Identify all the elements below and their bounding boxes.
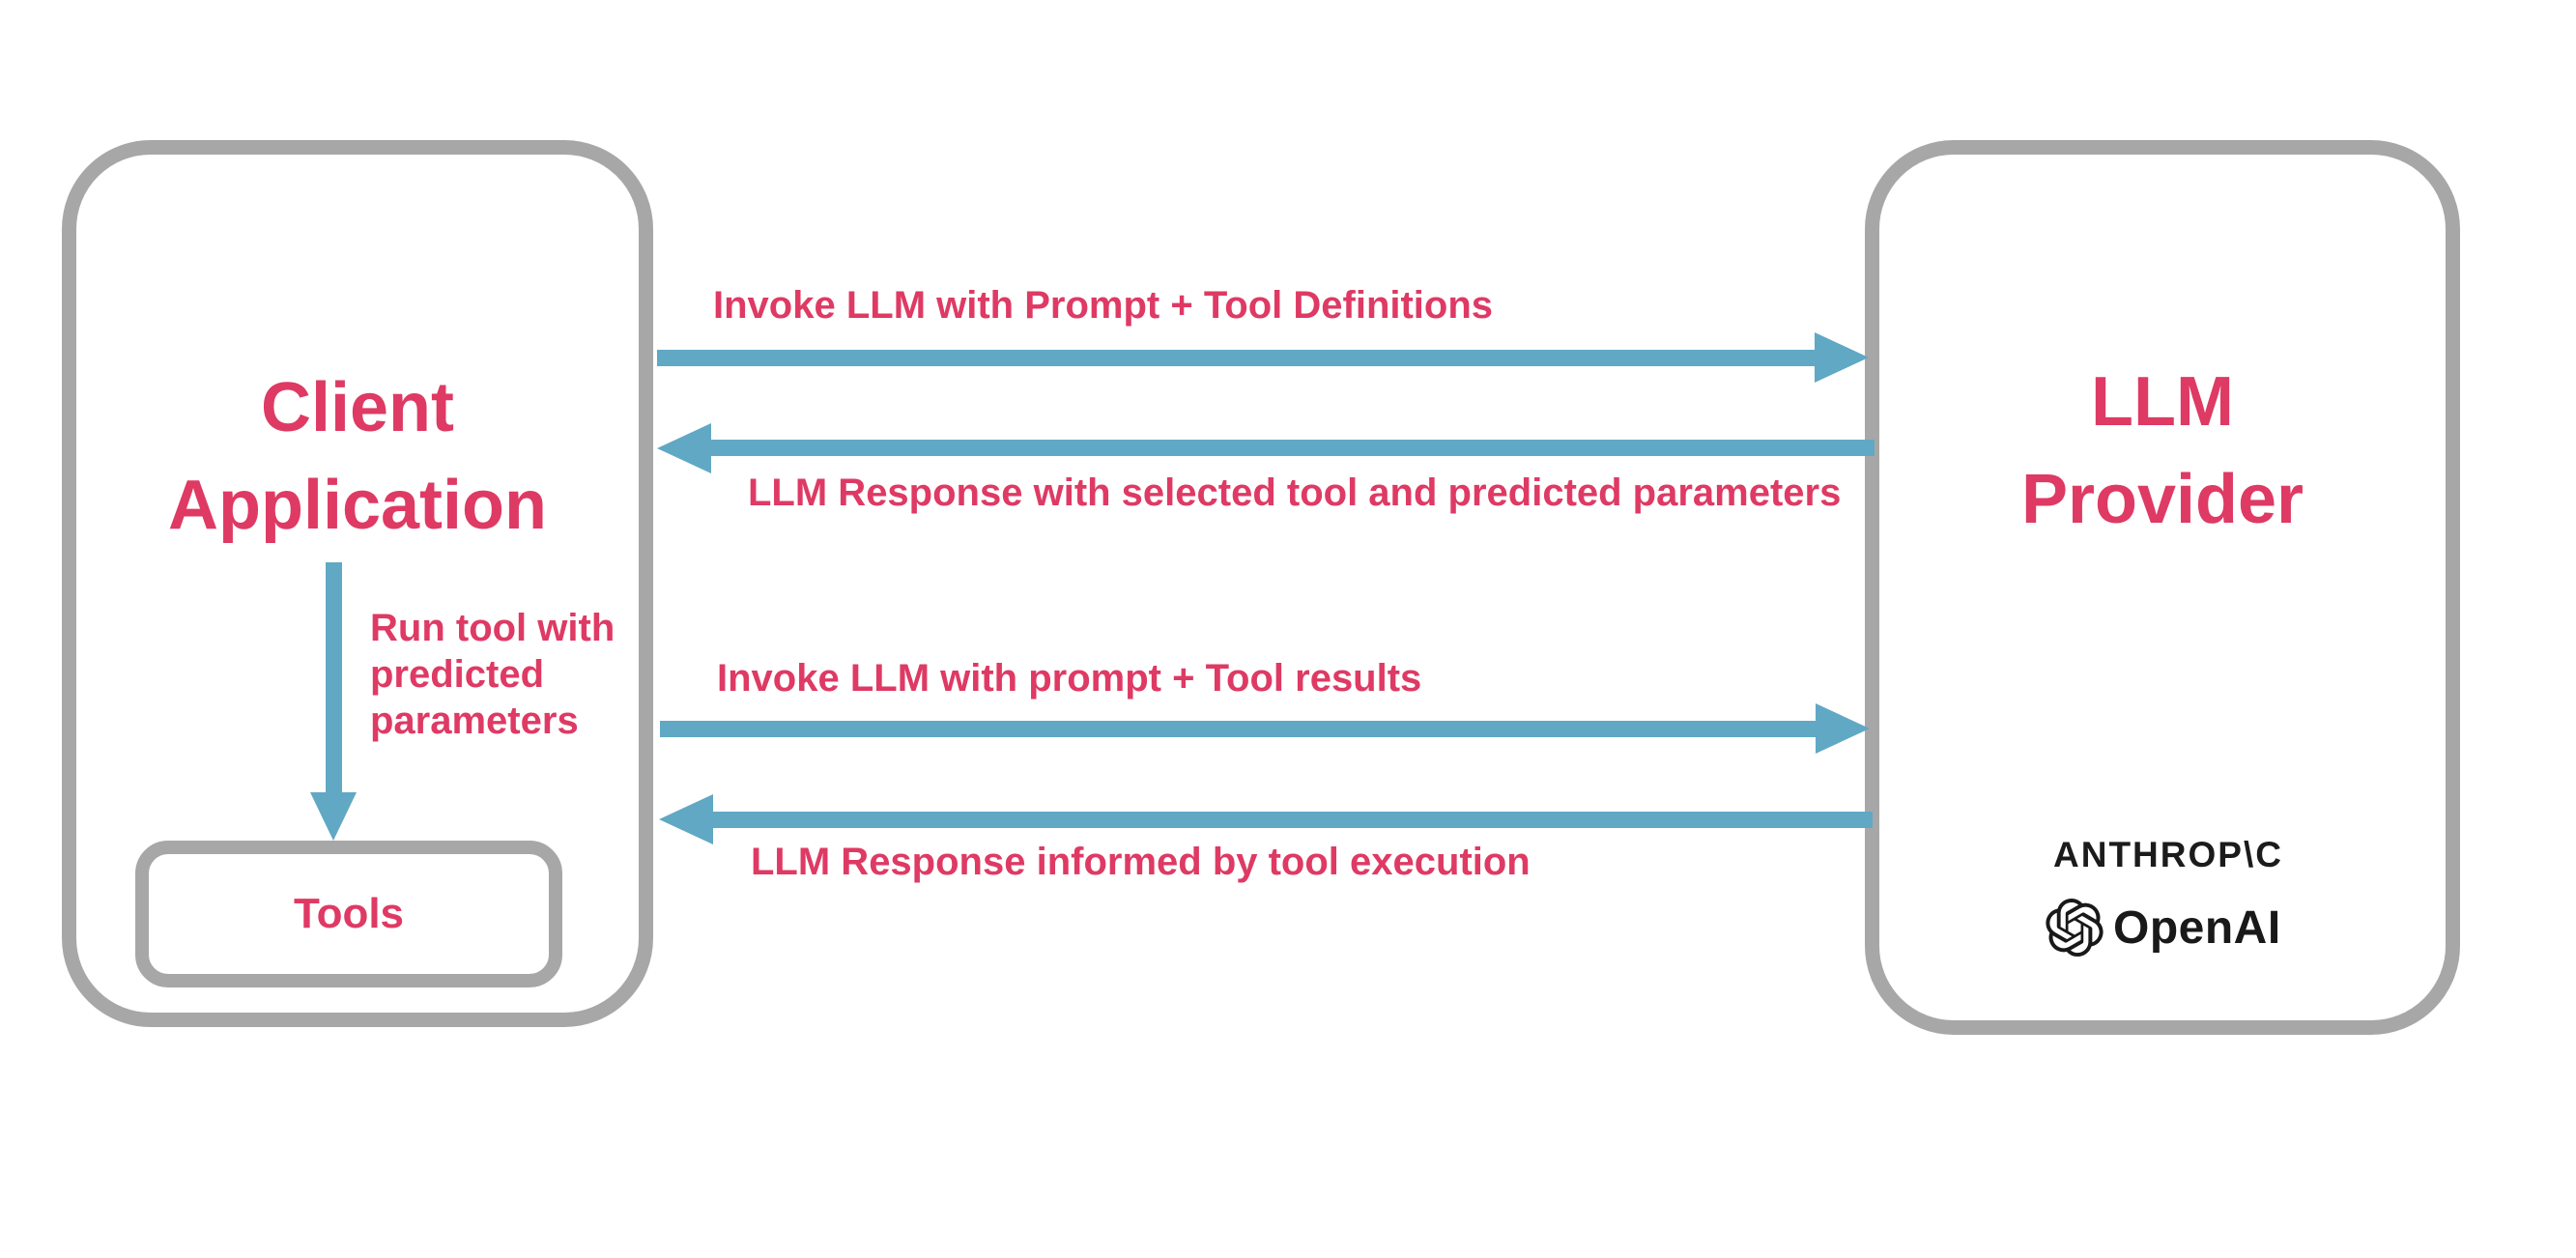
arrow-invoke-definitions-shaft	[657, 350, 1815, 366]
arrow-invoke-results-shaft	[660, 721, 1816, 737]
arrow-response-informed-label: LLM Response informed by tool execution	[751, 841, 1531, 883]
arrow-invoke-definitions-label: Invoke LLM with Prompt + Tool Definition…	[713, 284, 1494, 327]
llm-provider-title: LLM Provider	[2020, 363, 2304, 538]
arrow-invoke-results-label: Invoke LLM with prompt + Tool results	[717, 657, 1422, 700]
run-tool-label: Run tool with predicted parameters	[370, 607, 615, 742]
arrow-run-tool-shaft	[326, 562, 342, 794]
client-application-box: Client Application Tools	[62, 140, 653, 1027]
arrow-response-informed-head-icon	[659, 794, 713, 844]
arrow-invoke-results-head-icon	[1816, 703, 1870, 754]
openai-logo-text: OpenAI	[2113, 901, 2281, 954]
arrow-response-informed-shaft	[711, 812, 1873, 828]
arrow-response-selected-label: LLM Response with selected tool and pred…	[748, 472, 1842, 514]
arrow-response-selected-head-icon	[657, 423, 711, 473]
arrow-invoke-definitions-head-icon	[1815, 332, 1869, 383]
arrow-response-selected-shaft	[709, 440, 1875, 456]
client-application-title: Client Application	[168, 369, 547, 544]
llm-provider-box: LLM Provider ANTHROP\C OpenAI	[1865, 140, 2460, 1035]
arrow-run-tool-head-icon	[310, 792, 357, 841]
tools-box: Tools	[135, 841, 562, 987]
tools-label: Tools	[293, 890, 405, 937]
openai-icon	[2046, 899, 2104, 957]
anthropic-logo: ANTHROP\C	[2053, 835, 2283, 874]
openai-logo: OpenAI	[2046, 899, 2281, 957]
